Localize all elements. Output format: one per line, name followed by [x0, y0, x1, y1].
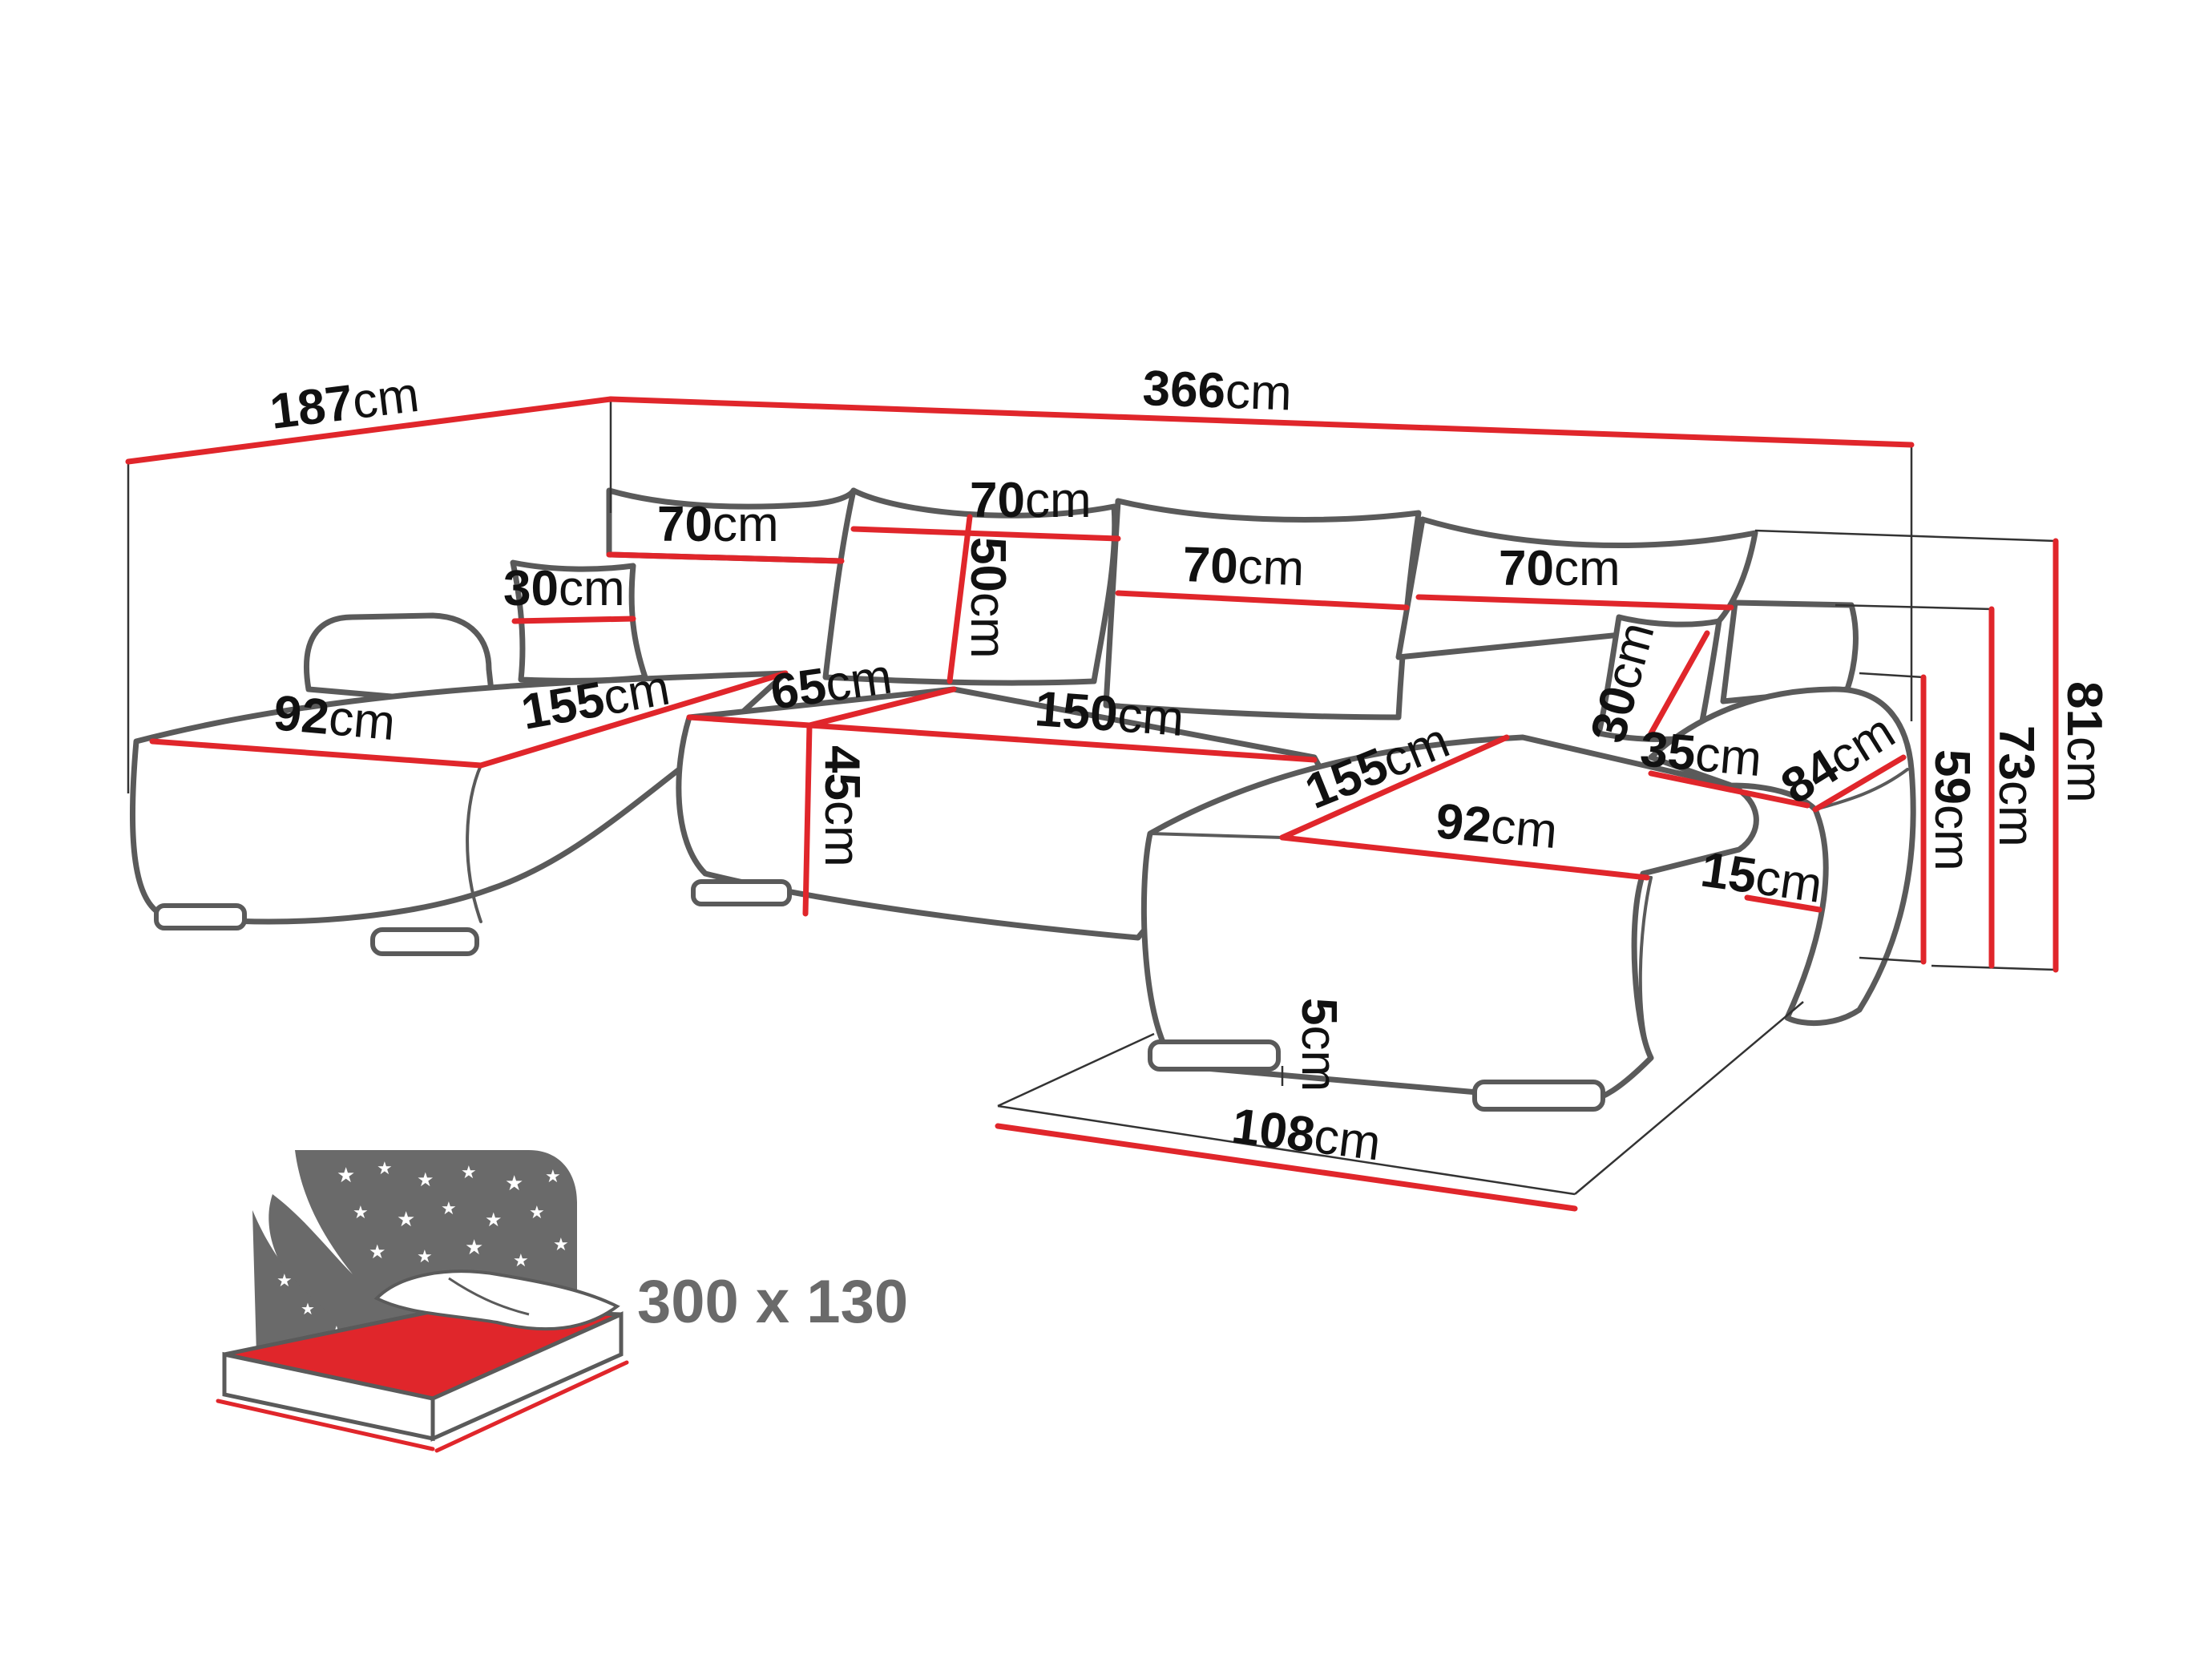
bed-arrow-width — [434, 1360, 629, 1453]
svg-text:★: ★ — [461, 1162, 477, 1182]
sofa-drawing — [129, 487, 1916, 1112]
label-back-cushion-height: 50cm — [960, 537, 1015, 659]
label-height-81: 81cm — [2057, 681, 2112, 803]
svg-text:★: ★ — [353, 1202, 369, 1222]
svg-text:★: ★ — [417, 1169, 434, 1191]
label-chaise-left-width: 92cm — [272, 685, 398, 751]
label-pillow-left: 30cm — [503, 561, 625, 616]
svg-text:★: ★ — [553, 1234, 569, 1254]
bed-pillow — [373, 1269, 620, 1331]
svg-text:★: ★ — [529, 1202, 545, 1222]
svg-text:★: ★ — [505, 1171, 523, 1195]
label-pillow-right: 30cm — [1580, 616, 1665, 748]
left-chaise — [129, 670, 789, 925]
label-back-cushion-1: 70cm — [657, 497, 779, 552]
svg-text:★: ★ — [276, 1270, 293, 1290]
sleeping-area-label: 300 x 130 — [637, 1268, 908, 1336]
label-chaise-right-width: 92cm — [1434, 793, 1560, 859]
label-leg-height: 5cm — [1291, 998, 1346, 1092]
label-seat-height: 45cm — [814, 745, 870, 867]
label-armrest-width: 35cm — [1638, 721, 1764, 787]
svg-text:★: ★ — [369, 1241, 386, 1263]
label-back-cushion-3: 70cm — [1182, 537, 1306, 596]
leg-3 — [691, 879, 792, 906]
bed-arrow-length — [216, 1399, 435, 1451]
back-cushion-center-right — [1103, 498, 1422, 721]
guide-lines — [127, 399, 2057, 1196]
label-height-73: 73cm — [1988, 725, 2044, 847]
svg-text:★: ★ — [465, 1235, 483, 1259]
mattress-front — [430, 1311, 624, 1442]
leg-2 — [370, 927, 479, 956]
label-depth-left: 187cm — [267, 367, 422, 440]
left-armrest-bolster — [303, 612, 496, 708]
label-chaise-left-length: 155cm — [517, 660, 673, 741]
leg-1 — [154, 903, 247, 930]
svg-text:★: ★ — [545, 1166, 561, 1186]
svg-text:★: ★ — [485, 1209, 503, 1231]
svg-text:★: ★ — [417, 1246, 433, 1266]
label-seat-depth: 65cm — [767, 648, 895, 720]
svg-text:★: ★ — [513, 1250, 529, 1270]
svg-text:★: ★ — [397, 1207, 415, 1231]
label-height-59: 59cm — [1924, 749, 1980, 871]
right-armrest — [1648, 686, 1916, 1027]
label-seat-width: 150cm — [1033, 681, 1185, 747]
leg-5 — [1472, 1080, 1605, 1112]
label-chaise-right-depth: 108cm — [1229, 1098, 1383, 1171]
dimension-lines — [125, 396, 2059, 1212]
svg-text:★: ★ — [377, 1158, 393, 1178]
label-back-cushion-2: 70cm — [970, 473, 1092, 528]
bed-function-icon: ★ ★ ★ ★ ★ ★ ★ ★ ★ ★ ★ ★ ★ ★ ★ ★ ★ ★ ★ — [216, 1150, 908, 1453]
label-back-cushion-4: 70cm — [1499, 541, 1621, 596]
leg-4 — [1148, 1039, 1281, 1072]
label-total-width: 366cm — [1142, 361, 1293, 421]
svg-text:★: ★ — [301, 1301, 315, 1318]
label-armrest-side: 15cm — [1697, 842, 1826, 914]
stars: ★ ★ ★ ★ ★ ★ ★ ★ ★ ★ ★ ★ ★ ★ ★ ★ ★ ★ ★ — [276, 1158, 569, 1342]
svg-text:★: ★ — [337, 1163, 355, 1187]
svg-text:★: ★ — [441, 1198, 457, 1218]
